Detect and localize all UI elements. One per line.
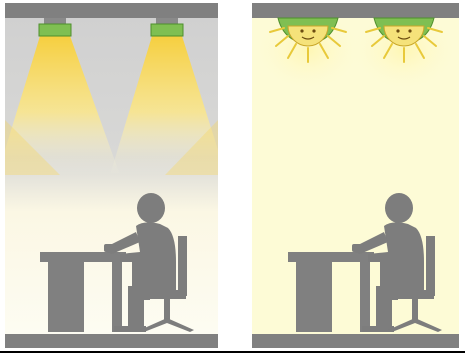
ceiling-bar <box>252 3 459 18</box>
ceiling-bar <box>5 3 218 18</box>
desk-icon <box>288 252 374 332</box>
floor-bar <box>5 334 218 348</box>
floor-bar <box>252 334 459 348</box>
desk-icon <box>40 252 126 332</box>
panel-left-direct-light <box>5 3 218 348</box>
panel-right-diffuse-light <box>252 3 459 348</box>
bottom-rule <box>0 351 465 353</box>
